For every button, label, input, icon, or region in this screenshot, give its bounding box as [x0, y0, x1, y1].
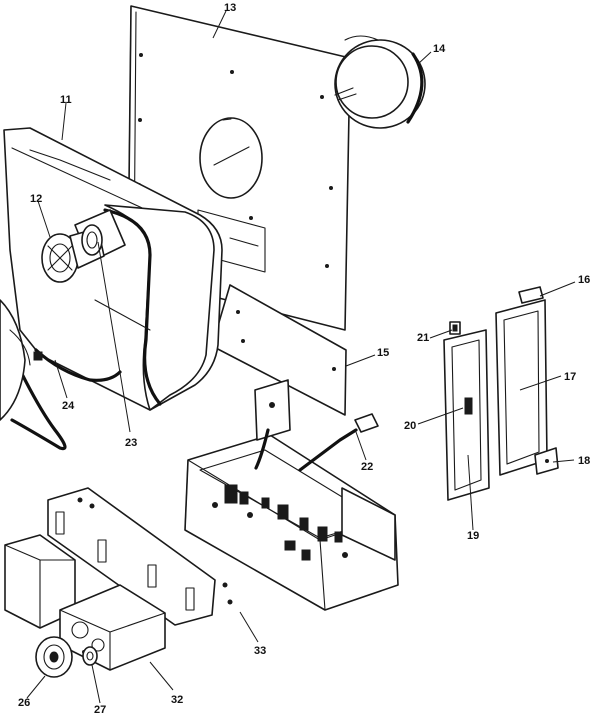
callout-18: 18	[578, 455, 590, 467]
part-20-clip	[464, 397, 473, 415]
mounting-bracket-bar	[47, 487, 233, 626]
part-18-bracket	[534, 447, 559, 475]
part-23-neck-component	[81, 224, 103, 256]
callout-13: 13	[224, 2, 236, 14]
callout-23: 23	[125, 437, 137, 449]
callout-26: 26	[18, 697, 30, 709]
callout-22: 22	[361, 461, 373, 473]
callout-33: 33	[254, 645, 266, 657]
callout-21: 21	[417, 332, 429, 344]
callout-11: 11	[60, 94, 72, 106]
callout-32: 32	[171, 694, 183, 706]
callout-27: 27	[94, 704, 106, 716]
part-27-connector	[82, 646, 98, 666]
callout-labels: 13 14 11 12 23 24 15 16 17 18 19 20 21 2…	[18, 2, 590, 716]
part-19-side-rail	[443, 329, 490, 501]
callout-24: 24	[62, 400, 75, 412]
part-14-ring-collar	[334, 35, 426, 129]
callout-19: 19	[467, 530, 479, 542]
part-21-clip	[449, 321, 461, 335]
callout-16: 16	[578, 274, 590, 286]
callout-14: 14	[433, 43, 446, 55]
part-26-speaker	[35, 636, 73, 678]
callout-20: 20	[404, 420, 416, 432]
leader-lines	[26, 10, 576, 704]
callout-12: 12	[30, 193, 42, 205]
callout-15: 15	[377, 347, 389, 359]
chassis-circuit-board	[184, 379, 399, 611]
part-24-wire-harness	[0, 299, 122, 451]
part-17-side-rail	[495, 299, 548, 476]
part-16-bracket	[518, 286, 544, 304]
callout-17: 17	[564, 371, 576, 383]
